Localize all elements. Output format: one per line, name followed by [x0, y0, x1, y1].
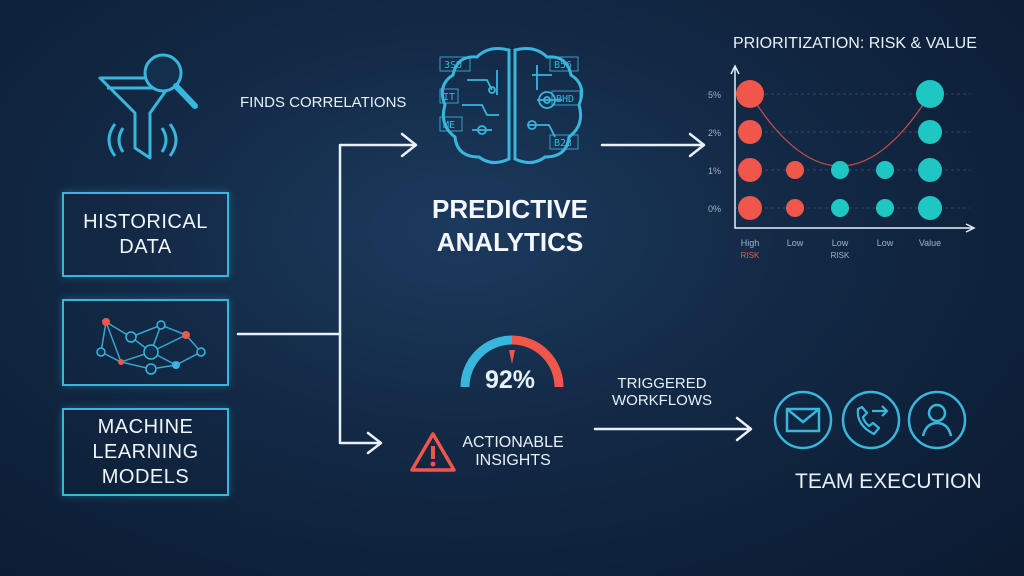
y-tick-label: 5%	[708, 90, 721, 100]
data-point	[918, 196, 942, 220]
chart-title: PRIORITIZATION: RISK & VALUE	[733, 35, 977, 53]
data-point	[786, 161, 804, 179]
person-icon	[906, 389, 968, 451]
x-tick-label: Low	[877, 238, 894, 248]
gauge-needle	[509, 350, 515, 364]
mail-icon	[772, 389, 834, 451]
brain-tag: B23	[554, 138, 572, 149]
x-tick-label: High	[741, 238, 760, 248]
data-point	[876, 199, 894, 217]
team-execution-label: TEAM EXECUTION	[795, 470, 982, 494]
data-point	[831, 199, 849, 217]
y-tick-label: 2%	[708, 128, 721, 138]
gauge-value: 92%	[485, 366, 535, 395]
phone-transfer-icon	[840, 389, 902, 451]
finds-correlations-label: FINDS CORRELATIONS	[240, 94, 406, 111]
y-tick-label: 1%	[708, 166, 721, 176]
data-point	[786, 199, 804, 217]
x-tick-label: Low	[832, 238, 849, 248]
data-point	[738, 120, 762, 144]
actionable-insights-label: ACTIONABLE INSIGHTS	[462, 434, 564, 470]
data-point	[738, 196, 762, 220]
data-point	[736, 80, 764, 108]
trend-curve	[750, 94, 930, 166]
data-point	[918, 120, 942, 144]
data-point	[916, 80, 944, 108]
brain-tag: ME	[443, 120, 455, 131]
predictive-analytics-title: PREDICTIVE ANALYTICS	[425, 193, 595, 258]
y-tick-label: 0%	[708, 204, 721, 214]
data-point	[918, 158, 942, 182]
brain-tag: B56	[554, 60, 572, 71]
data-point	[876, 161, 894, 179]
brain-tag: IT	[443, 92, 455, 103]
x-tick-sublabel: RISK	[741, 251, 760, 260]
warning-icon	[408, 430, 458, 475]
brain-tag: 3SU	[444, 60, 462, 71]
x-tick-sublabel: RISK	[831, 251, 850, 260]
x-tick-label: Value	[919, 238, 941, 248]
triggered-workflows-label: TRIGGERED WORKFLOWS	[612, 375, 712, 409]
data-point	[831, 161, 849, 179]
brain-tags: 3SU IT ME B56 BHD B23	[430, 55, 630, 165]
data-point	[738, 158, 762, 182]
brain-tag: BHD	[556, 94, 574, 105]
x-tick-label: Low	[787, 238, 804, 248]
